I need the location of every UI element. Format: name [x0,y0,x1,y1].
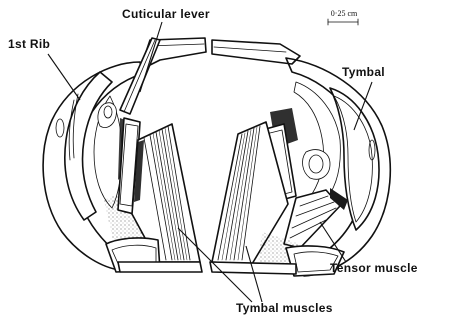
tymbal-label: Tymbal [342,65,385,79]
tymbal-muscles-label: Tymbal muscles [236,301,333,315]
label-first-rib: 1st Rib [8,37,80,100]
left-body-half [43,38,206,272]
cuticular-lever-label: Cuticular lever [122,7,210,21]
tensor-muscle-label: Tensor muscle [330,261,418,275]
first-rib-label: 1st Rib [8,37,50,51]
scale-bar: 0·25 cm [328,9,358,25]
scale-bar-label: 0·25 cm [331,9,358,18]
first-rib-leader-line [48,54,80,100]
